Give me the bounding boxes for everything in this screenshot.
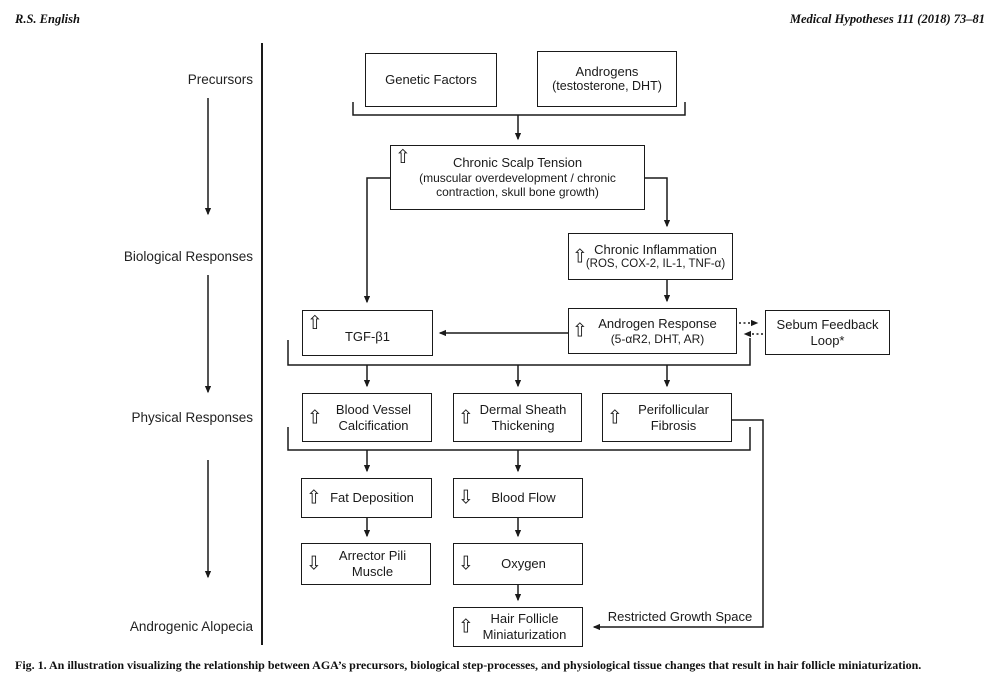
- down-arrow-icon: ⇩: [306, 552, 322, 575]
- box-title: Sebum Feedback Loop*: [776, 316, 879, 348]
- box-title: Chronic Inflammation: [594, 241, 717, 257]
- box-title: Androgen Response: [598, 315, 717, 331]
- box-title: Blood Vessel Calcification: [335, 401, 412, 433]
- box-title: Oxygen: [501, 556, 546, 572]
- up-arrow-icon: ⇧: [458, 406, 474, 428]
- box-title: Chronic Scalp Tension: [452, 155, 583, 171]
- header-journal: Medical Hypotheses 111 (2018) 73–81: [789, 12, 985, 26]
- bracket-biological: [287, 338, 751, 366]
- box-hair-follicle-miniaturization: ⇧ Hair Follicle Miniaturization: [453, 607, 583, 647]
- down-arrow-icon: ⇩: [458, 486, 474, 509]
- box-title: Blood Flow: [491, 490, 556, 506]
- box-androgen-response: ⇧ Androgen Response (5-αR2, DHT, AR): [568, 308, 737, 354]
- figure-caption: Fig. 1. An illustration visualizing the …: [15, 658, 990, 673]
- box-title: Fat Deposition: [330, 490, 414, 506]
- up-arrow-icon: ⇧: [307, 312, 323, 334]
- box-arrector-pili-muscle: ⇩ Arrector Pili Muscle: [301, 543, 431, 585]
- box-sebum-feedback-loop: Sebum Feedback Loop*: [765, 310, 890, 355]
- box-genetic-factors: Genetic Factors: [365, 53, 497, 107]
- box-subtitle: (testosterone, DHT): [552, 79, 662, 94]
- box-title: Perifollicular Fibrosis: [638, 401, 709, 433]
- box-blood-flow: ⇩ Blood Flow: [453, 478, 583, 518]
- stage-label-androgenic-alopecia: Androgenic Alopecia: [129, 619, 253, 634]
- box-blood-vessel-calcification: ⇧ Blood Vessel Calcification: [302, 393, 432, 442]
- box-title: Arrector Pili Muscle: [338, 548, 407, 579]
- caption-label: Fig. 1.: [15, 658, 47, 672]
- up-arrow-icon: ⇧: [395, 146, 411, 168]
- box-title: Dermal Sheath Thickening: [479, 401, 567, 433]
- arrow-cst-to-inflammation: [645, 177, 671, 228]
- up-arrow-icon: ⇧: [607, 406, 623, 428]
- up-arrow-icon: ⇧: [458, 615, 474, 638]
- annotation-restricted-growth-space: Restricted Growth Space: [607, 609, 753, 624]
- up-arrow-icon: ⇧: [307, 406, 323, 428]
- down-arrow-icon: ⇩: [458, 552, 474, 575]
- up-arrow-icon: ⇧: [572, 319, 588, 342]
- box-chronic-inflammation: ⇧ Chronic Inflammation (ROS, COX-2, IL-1…: [568, 233, 733, 280]
- bracket-physical: [287, 427, 751, 451]
- stage-label-precursors: Precursors: [187, 72, 253, 87]
- stage-label-physical-responses: Physical Responses: [131, 410, 253, 425]
- divider-line: [261, 43, 263, 645]
- arrow-cst-to-tgf: [363, 177, 390, 304]
- box-title: Genetic Factors: [385, 72, 477, 88]
- box-subtitle: (ROS, COX-2, IL-1, TNF-α): [585, 257, 726, 270]
- caption-text: An illustration visualizing the relation…: [46, 658, 922, 672]
- box-perifollicular-fibrosis: ⇧ Perifollicular Fibrosis: [602, 393, 732, 442]
- up-arrow-icon: ⇧: [306, 486, 322, 509]
- box-title: Hair Follicle Miniaturization: [482, 611, 567, 642]
- box-title: TGF-β1: [344, 329, 391, 345]
- stage-label-biological-responses: Biological Responses: [123, 249, 253, 264]
- up-arrow-icon: ⇧: [572, 245, 588, 267]
- box-fat-deposition: ⇧ Fat Deposition: [301, 478, 432, 518]
- box-chronic-scalp-tension: ⇧ Chronic Scalp Tension (muscular overde…: [390, 145, 645, 210]
- box-oxygen: ⇩ Oxygen: [453, 543, 583, 585]
- arrow-restricted-growth: [592, 419, 764, 631]
- box-androgens: Androgens (testosterone, DHT): [537, 51, 677, 107]
- box-tgf-beta1: ⇧ TGF-β1: [302, 310, 433, 356]
- header-author: R.S. English: [15, 12, 80, 26]
- bracket-precursors: [352, 102, 686, 116]
- box-title: Androgens: [575, 63, 639, 79]
- box-dermal-sheath-thickening: ⇧ Dermal Sheath Thickening: [453, 393, 582, 442]
- box-subtitle: (muscular overdevelopment / chronic cont…: [419, 171, 616, 200]
- box-subtitle: (5-αR2, DHT, AR): [610, 331, 705, 346]
